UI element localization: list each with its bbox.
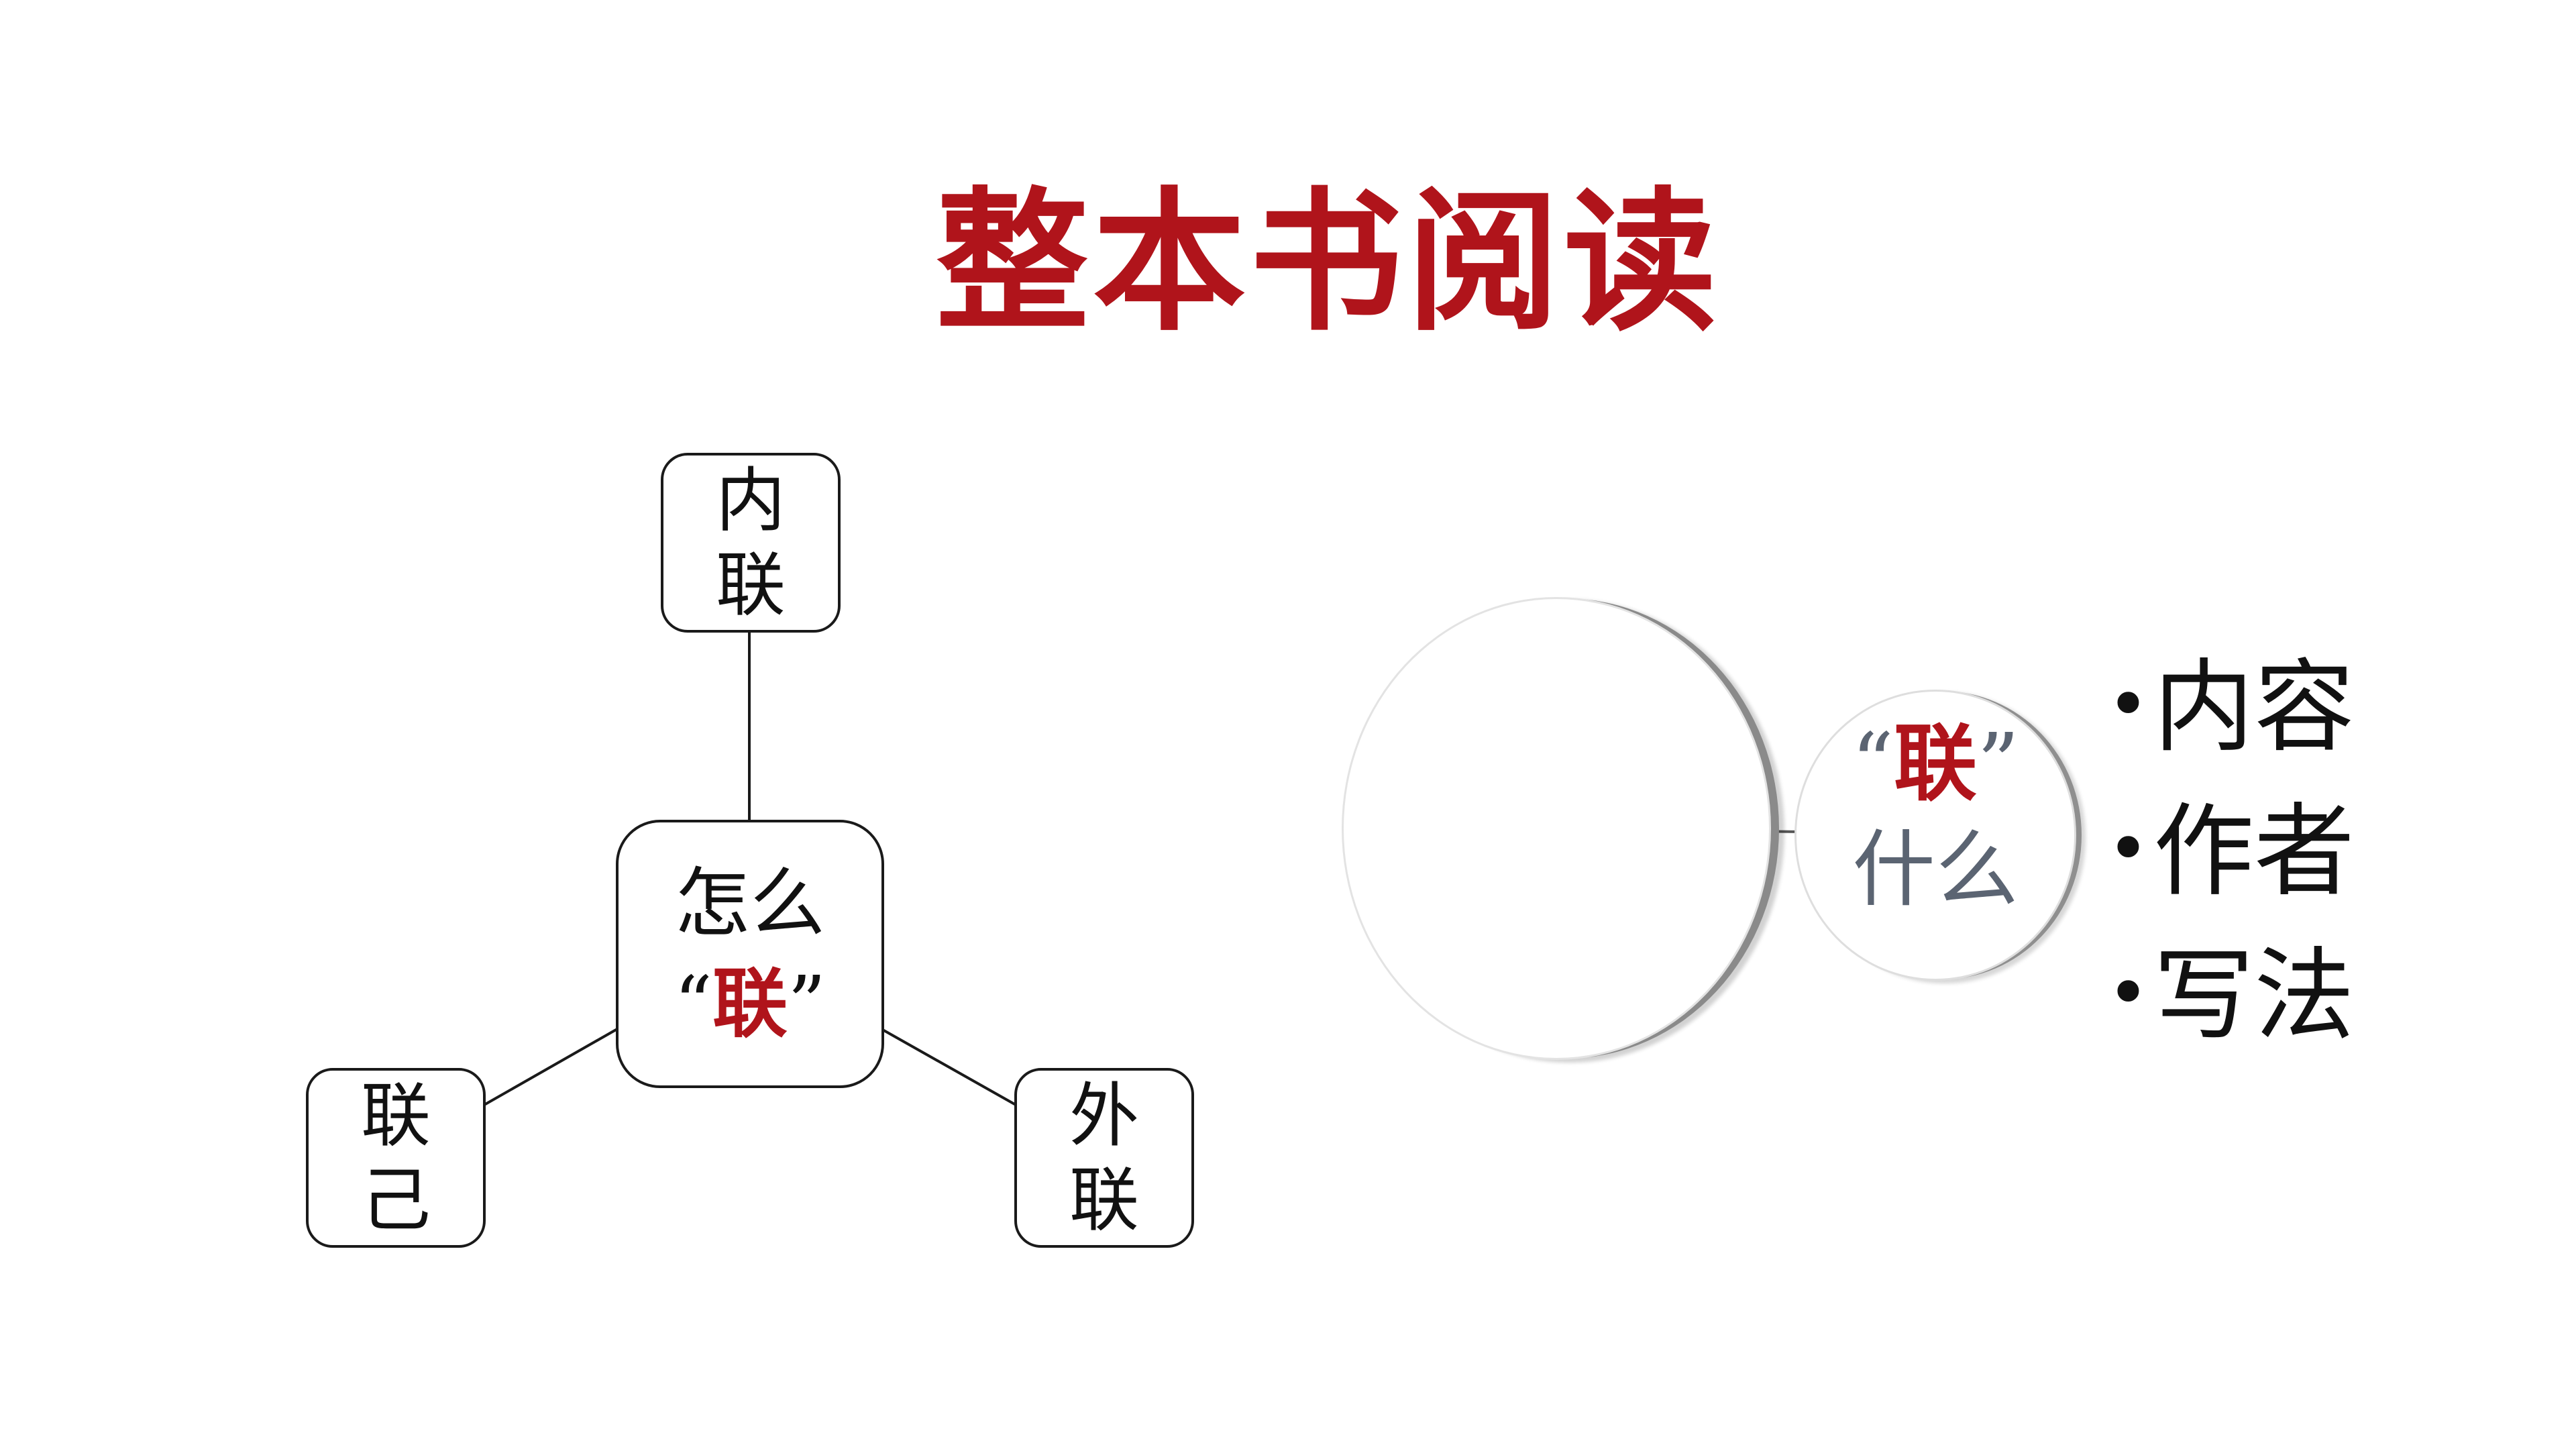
node-inner-link-line2: 联 (715, 544, 786, 626)
node-inner-link: 内 联 (661, 453, 841, 633)
center-quote-close: ” (788, 961, 826, 1048)
page-title: 整本书阅读 (936, 172, 1721, 352)
center-line2: “联” (674, 954, 826, 1055)
node-self-link-line2: 己 (360, 1159, 431, 1241)
small-circle (1794, 690, 2076, 981)
large-circle (1342, 597, 1771, 1060)
connector-right (881, 1028, 1018, 1107)
bullet-text: 写法 (2153, 938, 2355, 1055)
bullet-dot: • (2106, 661, 2150, 747)
bullet-list: •内容 •作者 •写法 (2106, 634, 2522, 1067)
node-outer-link-line2: 联 (1069, 1159, 1139, 1241)
circle-emph: 联 (1893, 715, 1977, 812)
bullet-text: 内容 (2153, 649, 2355, 766)
center-line1: 怎么 (675, 860, 825, 947)
circle-label-line1: “联” (1794, 711, 2076, 817)
circle-quote-close: ” (1977, 716, 2020, 812)
node-outer-link: 外 联 (1014, 1068, 1194, 1248)
circle-quote-open: “ (1851, 716, 1894, 812)
node-outer-link-line1: 外 (1069, 1075, 1139, 1157)
circle-label: “联” 什么 (1794, 711, 2076, 923)
node-how-to-link: 怎么 “联” (616, 820, 884, 1088)
node-self-link-line1: 联 (360, 1075, 431, 1157)
center-quote-open: “ (674, 961, 712, 1048)
list-item: •作者 (2106, 778, 2522, 922)
node-inner-link-line1: 内 (715, 460, 786, 541)
bullet-dot: • (2106, 806, 2150, 892)
node-self-link: 联 己 (306, 1068, 486, 1248)
circle-label-line2: 什么 (1851, 822, 2019, 918)
bullet-dot: • (2106, 950, 2150, 1036)
center-emph: 联 (712, 960, 788, 1048)
list-item: •写法 (2106, 922, 2522, 1067)
bullet-text: 作者 (2153, 794, 2355, 910)
connector-left (482, 1028, 618, 1107)
list-item: •内容 (2106, 634, 2522, 778)
